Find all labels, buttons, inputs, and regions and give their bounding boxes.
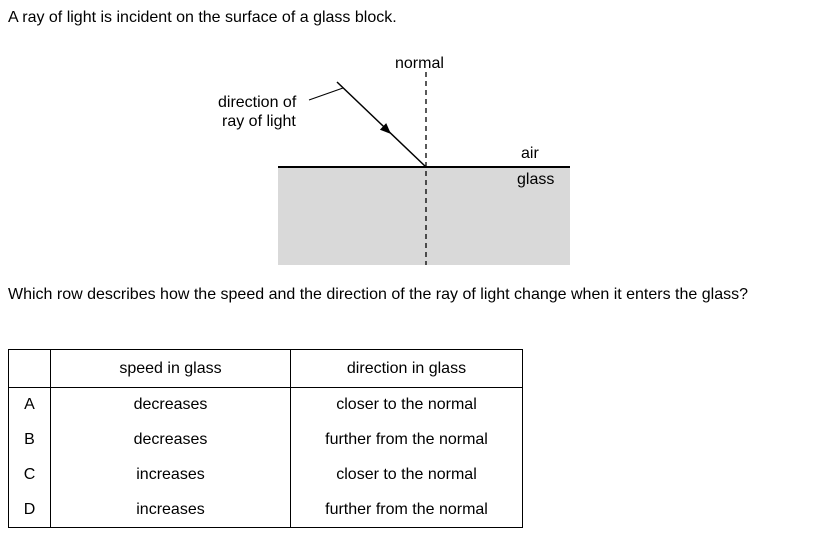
speed-cell: increases <box>50 457 291 493</box>
answer-table: speed in glass direction in glass A decr… <box>8 349 523 528</box>
option-letter: B <box>8 422 51 458</box>
speed-cell: decreases <box>50 387 291 423</box>
question-text: Which row describes how the speed and th… <box>8 286 748 303</box>
air-label: air <box>521 145 539 162</box>
ray-direction-label-line2: ray of light <box>222 113 296 131</box>
table-row-b: B decreases further from the normal <box>8 422 523 458</box>
table-row-d: D increases further from the normal <box>8 492 523 528</box>
table-row-a: A decreases closer to the normal <box>8 387 523 423</box>
direction-cell: closer to the normal <box>290 387 523 423</box>
direction-cell: further from the normal <box>290 492 523 528</box>
light-ray <box>336 81 427 168</box>
option-letter: C <box>8 457 51 493</box>
direction-cell: further from the normal <box>290 422 523 458</box>
ray-diagram <box>278 72 570 265</box>
option-letter: A <box>8 387 51 423</box>
ray-direction-label: direction of ray of light <box>218 93 296 131</box>
table-row-c: C increases closer to the normal <box>8 457 523 493</box>
option-letter: D <box>8 492 51 528</box>
speed-cell: increases <box>50 492 291 528</box>
speed-cell: decreases <box>50 422 291 458</box>
table-header-speed: speed in glass <box>50 349 291 388</box>
ray-arrowhead-icon <box>379 123 391 134</box>
normal-label: normal <box>395 55 444 72</box>
intro-text: A ray of light is incident on the surfac… <box>8 9 397 26</box>
ray-direction-label-line1: direction of <box>218 94 297 111</box>
table-header-row: speed in glass direction in glass <box>8 349 523 388</box>
label-pointer-line <box>308 87 344 101</box>
table-header-direction: direction in glass <box>290 349 523 388</box>
table-corner-cell <box>8 349 51 388</box>
glass-label: glass <box>517 171 555 188</box>
direction-cell: closer to the normal <box>290 457 523 493</box>
